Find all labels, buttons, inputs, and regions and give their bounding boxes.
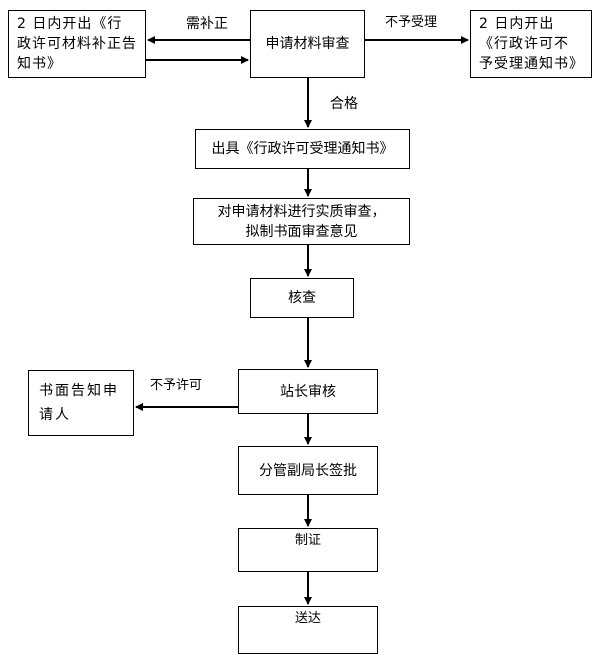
application-review-box: 申请材料审查: [250, 10, 365, 78]
deputy-director-approval-text: 分管副局长签批: [259, 462, 357, 479]
station-head-review-text: 站长审核: [280, 383, 336, 400]
application-review-text: 申请材料审查: [265, 36, 350, 52]
delivery-box: 送达: [238, 606, 378, 654]
certification-box: 制证: [238, 528, 378, 572]
qualified-label: 合格: [330, 96, 358, 112]
not-permitted-label: 不予许可: [150, 378, 203, 393]
written-notice-box: 书面告知申请人: [28, 370, 134, 436]
station-head-review-box: 站长审核: [238, 369, 378, 414]
not-accepted-label: 不予受理: [385, 15, 438, 30]
acceptance-notice-box: 出具《行政许可受理通知书》: [195, 129, 410, 169]
acceptance-notice-text: 出具《行政许可受理通知书》: [211, 141, 394, 157]
certification-text: 制证: [294, 533, 321, 548]
substantive-review-text: 对申请材料进行实质审查，拟制书面审查意见: [217, 203, 386, 240]
rejection-notice-box: 2 日内开出《行政许可不予受理通知书》: [470, 10, 592, 78]
substantive-review-box: 对申请材料进行实质审查，拟制书面审查意见: [193, 198, 410, 245]
verification-text: 核查: [288, 290, 316, 306]
verification-box: 核查: [250, 278, 354, 318]
delivery-text: 送达: [294, 611, 321, 626]
correction-notice-box: 2 日内开出《行政许可材料补正告知书》: [8, 10, 146, 78]
deputy-director-approval-box: 分管副局长签批: [238, 446, 378, 495]
correction-notice-text: 2 日内开出《行政许可材料补正告知书》: [17, 16, 137, 72]
needs-correction-label: 需补正: [186, 16, 228, 32]
written-notice-text: 书面告知申请人: [39, 383, 119, 423]
rejection-notice-text: 2 日内开出《行政许可不予受理通知书》: [479, 16, 584, 72]
